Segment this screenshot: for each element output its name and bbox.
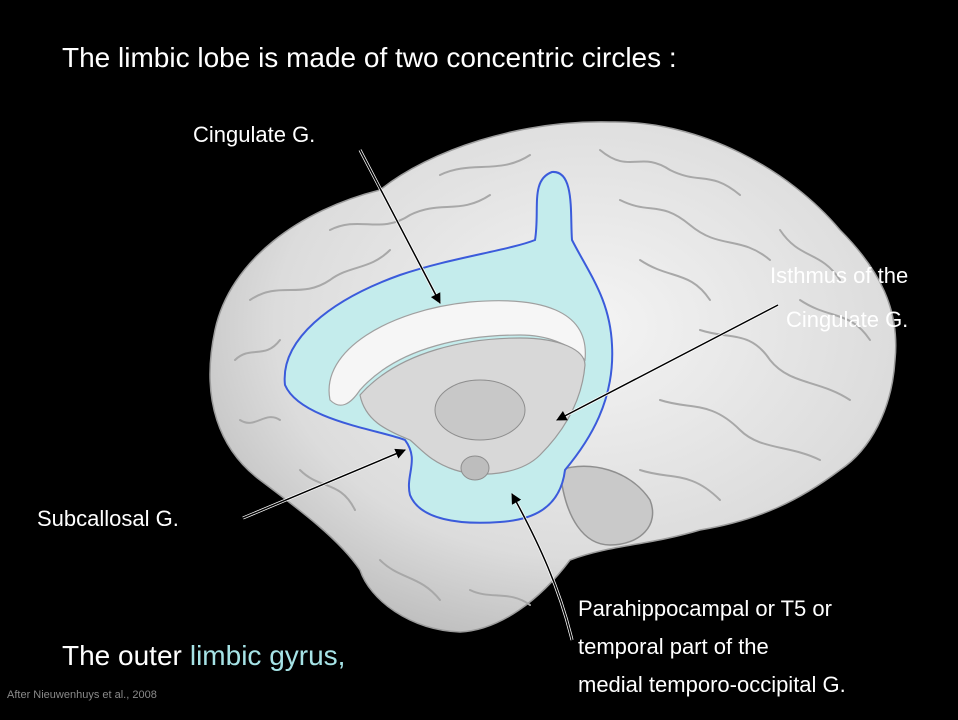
label-parahippocampal-line-1: Parahippocampal or T5 or <box>578 598 832 620</box>
mammillary-body <box>461 456 489 480</box>
outer-gyrus-caption: The outer limbic gyrus, <box>62 642 345 670</box>
caption-highlight: limbic gyrus, <box>190 640 346 671</box>
source-credit: After Nieuwenhuys et al., 2008 <box>7 690 157 701</box>
label-cingulate-gyrus: Cingulate G. <box>193 124 315 146</box>
label-parahippocampal-line-2: temporal part of the <box>578 636 769 658</box>
label-parahippocampal-line-3: medial temporo-occipital G. <box>578 674 846 696</box>
label-isthmus-line-2: Cingulate G. <box>786 309 908 331</box>
label-isthmus-line-1: Isthmus of the <box>770 265 908 287</box>
caption-lead: The outer <box>62 640 182 671</box>
thalamus-mass <box>435 380 525 440</box>
slide-title: The limbic lobe is made of two concentri… <box>62 44 677 72</box>
label-subcallosal-gyrus: Subcallosal G. <box>37 508 179 530</box>
